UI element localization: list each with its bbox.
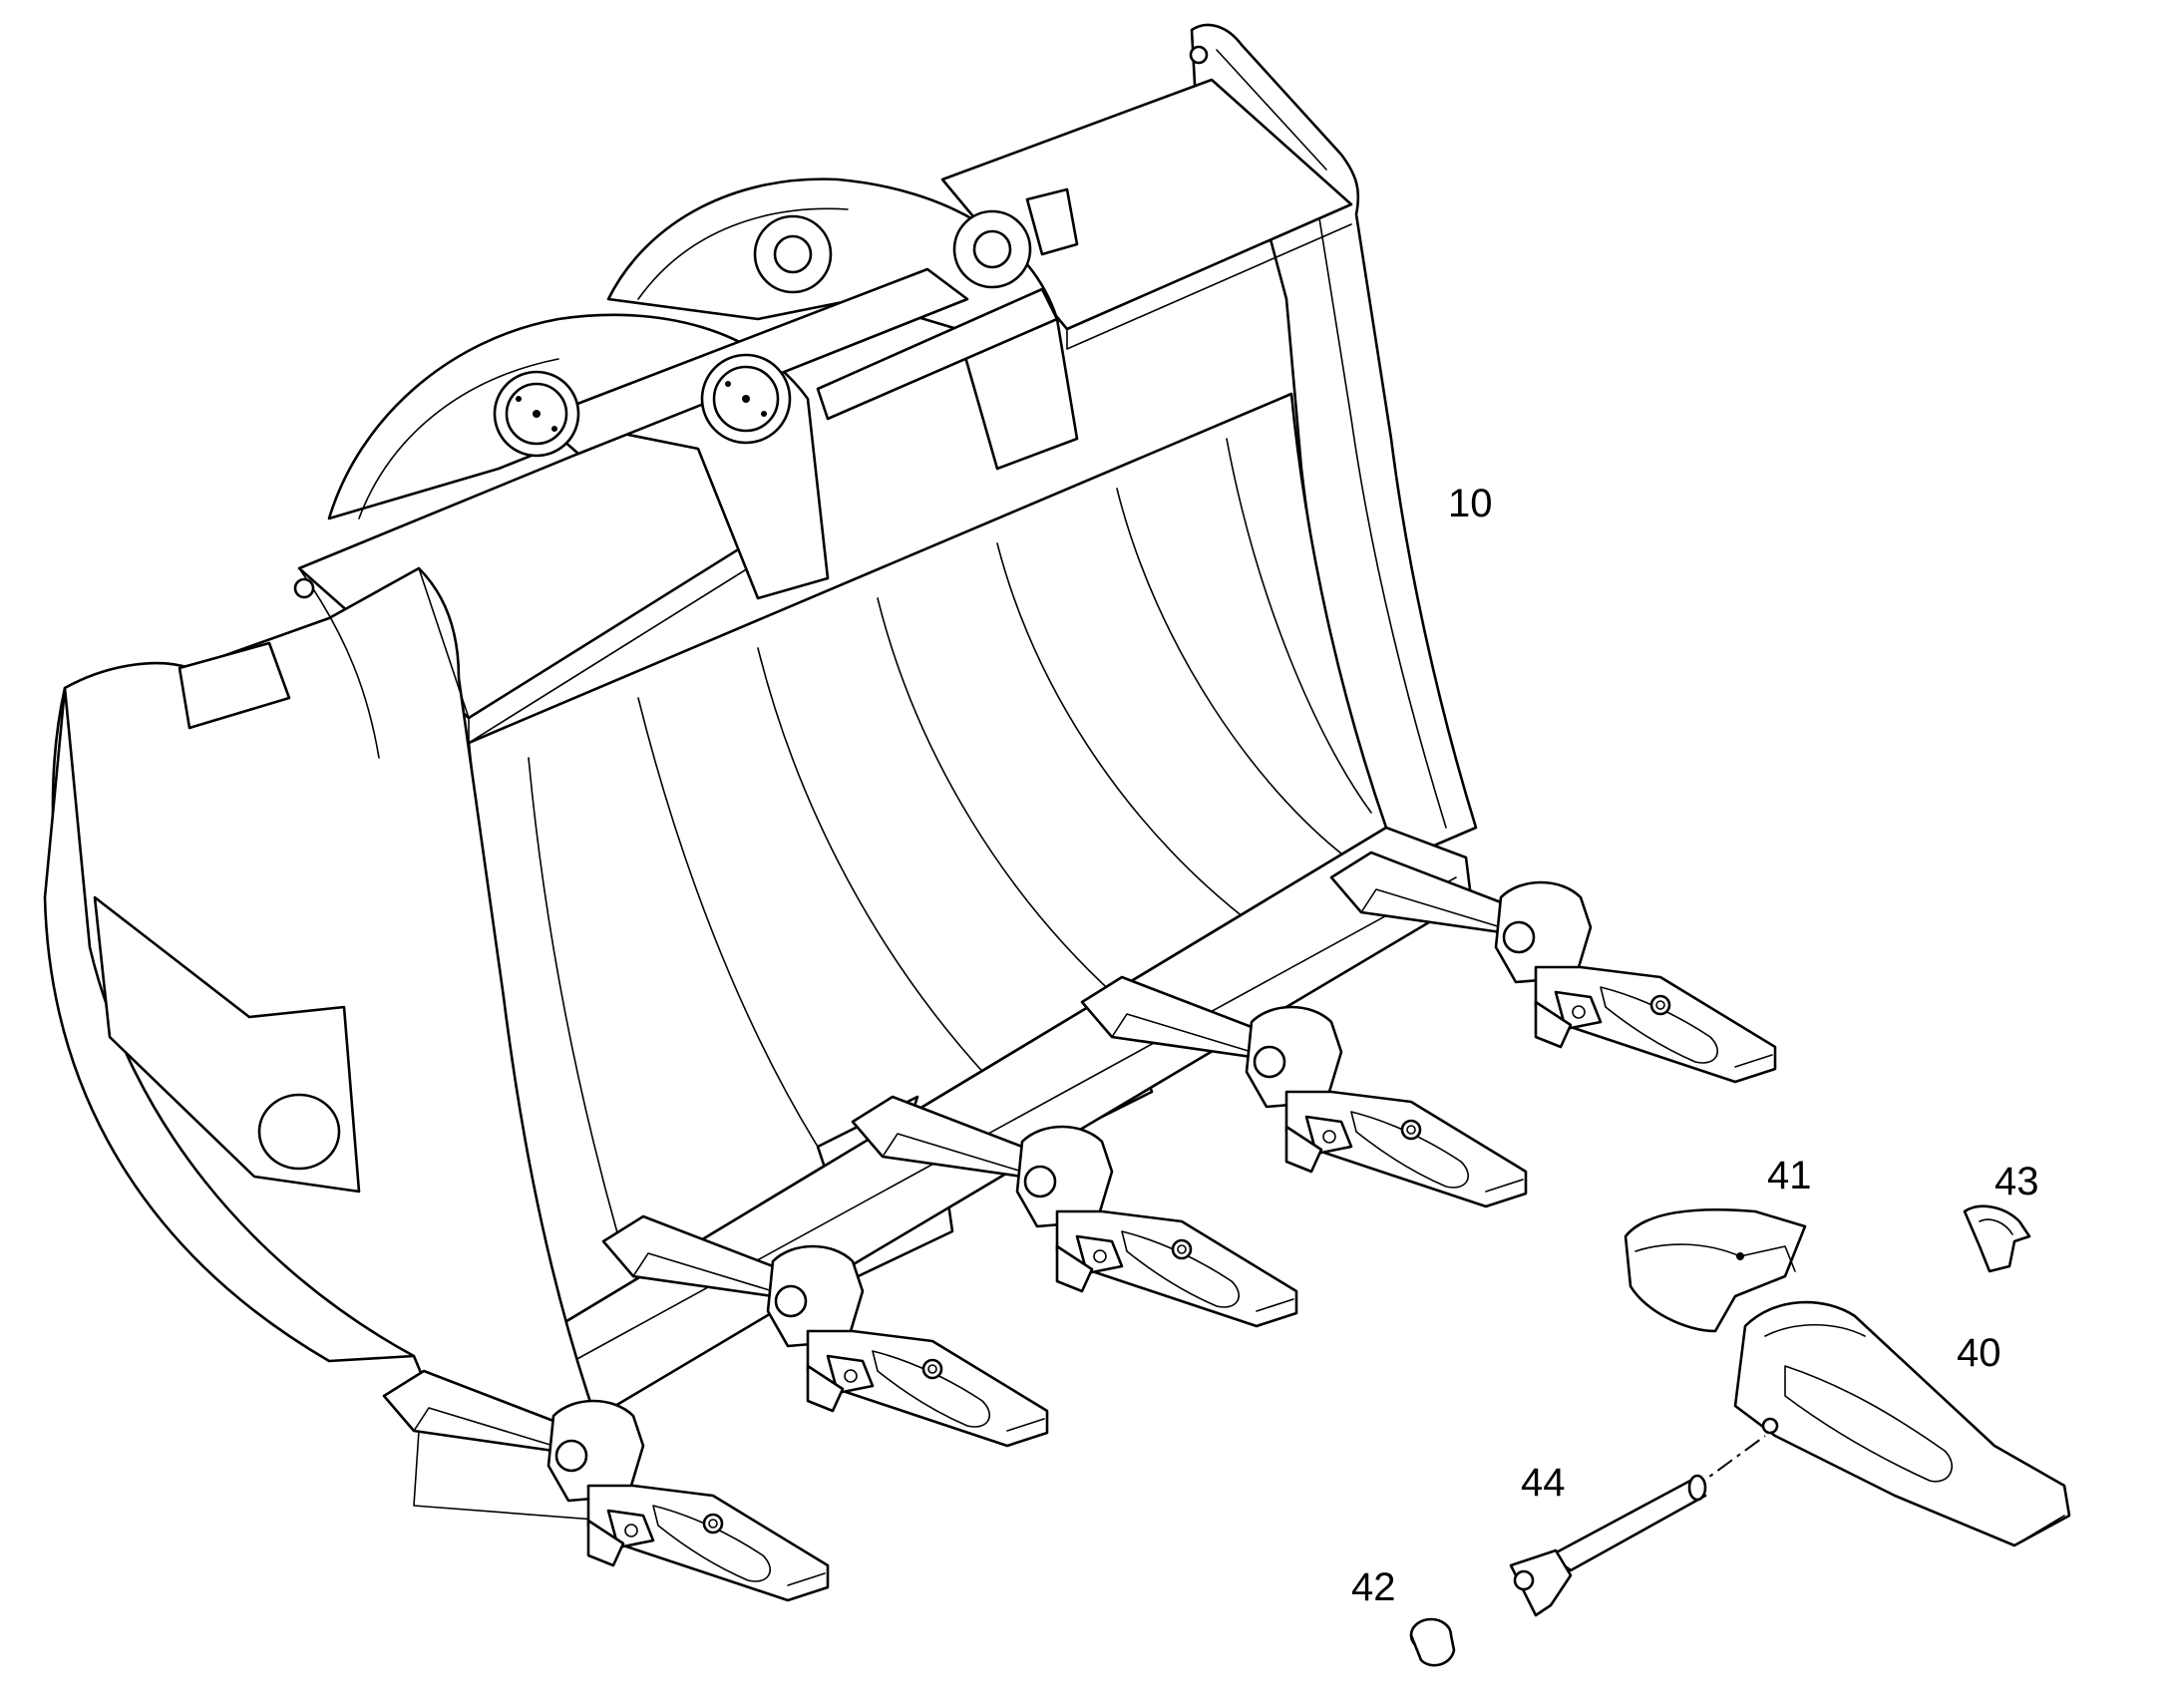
callout-44: 44 (1521, 1461, 1566, 1505)
part-42-retainer (1409, 1617, 1456, 1667)
pin-hole-upper-right (952, 209, 1032, 289)
pin-boss-left (493, 370, 580, 458)
callout-40: 40 (1957, 1331, 2001, 1375)
bucket-body (43, 23, 1478, 1522)
part-44-pin (1509, 1474, 1707, 1617)
pin-boss-center (700, 353, 792, 445)
callout-42: 42 (1351, 1565, 1396, 1609)
tooth-5 (382, 1369, 830, 1602)
part-41-cover (1624, 1207, 1807, 1333)
callout-41: 41 (1767, 1154, 1812, 1197)
part-43-lock (1963, 1204, 2031, 1273)
callout-43: 43 (1995, 1160, 2039, 1203)
part-40-tooth-tip (1733, 1300, 2071, 1547)
tooth-1 (1329, 851, 1777, 1084)
pin-hole-upper-left (753, 214, 833, 294)
callout-10: 10 (1448, 482, 1493, 525)
